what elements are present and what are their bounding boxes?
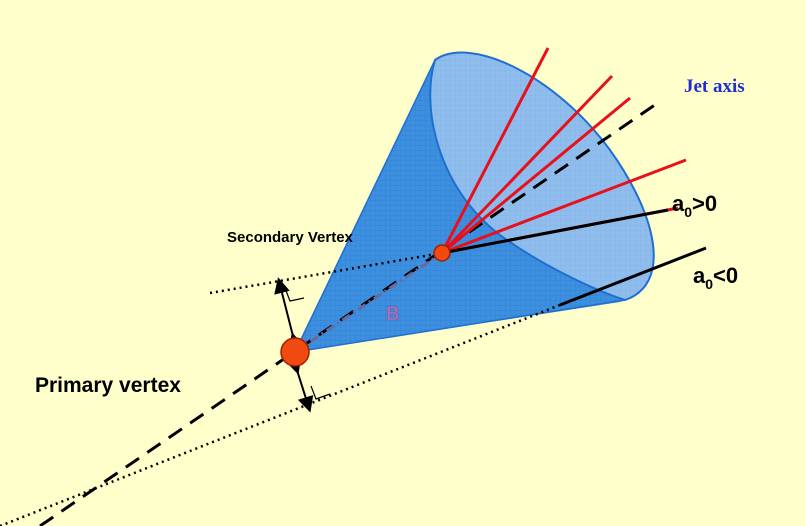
- secondary-vertex-marker: [433, 244, 451, 262]
- a0-positive-label: a0>0: [672, 191, 717, 220]
- primary-vertex-marker: [280, 337, 310, 367]
- a0-negative-label: a0<0: [693, 263, 738, 292]
- dotted-line-lower: [0, 303, 561, 526]
- primary-vertex-label: Primary vertex: [35, 374, 181, 397]
- b-flight-path: [294, 251, 443, 354]
- a0-positive-track: [441, 208, 669, 255]
- track-2: [440, 74, 614, 255]
- jet-axis-line: [39, 98, 663, 526]
- secondary-vertex-label: Secondary Vertex: [227, 229, 354, 246]
- track-3: [441, 96, 631, 255]
- right-angle-marker-lower: [310, 385, 331, 400]
- track-4: [441, 158, 687, 255]
- right-angle-marker-upper: [284, 287, 305, 302]
- a0-negative-track: [559, 246, 707, 307]
- impact-parameter-upper: [274, 277, 304, 350]
- track-1: [440, 47, 550, 254]
- jet-cone: [294, 51, 655, 353]
- jet-axis-label: Jet axis: [684, 76, 745, 97]
- b-hadron-label: B: [386, 304, 400, 325]
- impact-parameter-lower: [285, 356, 314, 413]
